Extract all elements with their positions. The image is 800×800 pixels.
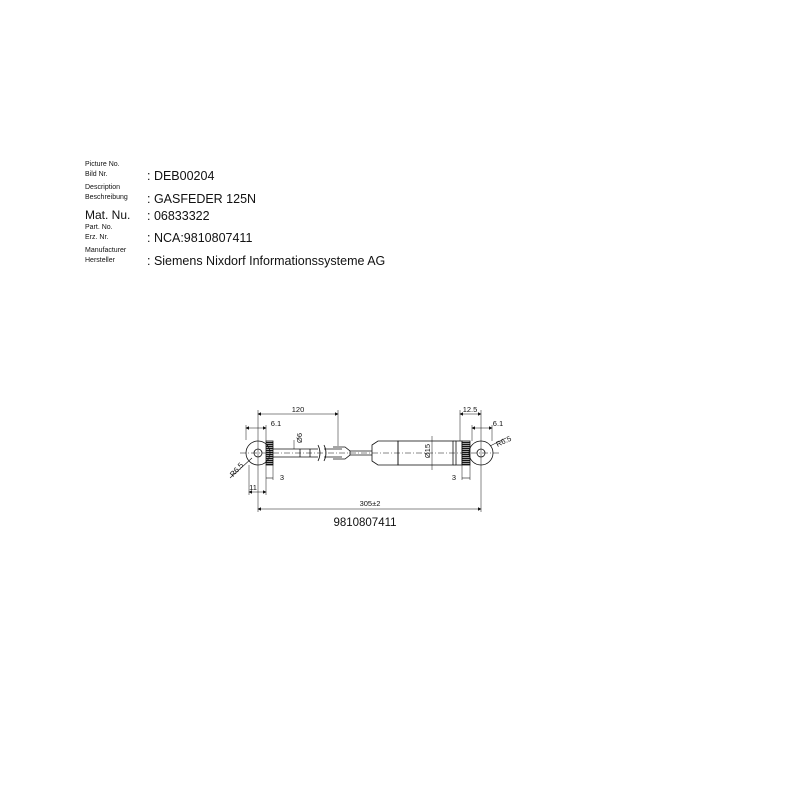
dim-total-length: 305±2 [360, 499, 381, 508]
mat-nu-label: Mat. Nu. [85, 208, 131, 222]
dim-eye-thickness-left: 3 [280, 473, 284, 482]
description-value: : GASFEDER 125N [147, 192, 257, 206]
dim-eye-radius-right: R6.5 [495, 434, 513, 449]
bild-nr-label: Bild Nr. [85, 171, 108, 178]
dim-rod-diameter: Ø6 [295, 433, 304, 443]
dimension-lines [229, 412, 507, 511]
description-label: Description [85, 184, 121, 191]
dim-offset-left: 6.1 [271, 419, 281, 428]
beschreibung-label: Beschreibung [85, 194, 128, 201]
part-number-value: : NCA:9810807411 [147, 231, 253, 245]
drawing-caption: 9810807411 [333, 517, 397, 529]
dim-eye-width-right: 12.5 [463, 405, 478, 414]
dim-stroke-length: 120 [292, 405, 305, 414]
manufacturer-label: Manufacturer [85, 247, 127, 254]
right-eye-fitting [461, 440, 494, 466]
dim-eye-radius-left: R6.5 [228, 461, 245, 479]
dim-tube-diameter: Ø15 [423, 444, 432, 458]
dim-eye-length-left: 11 [249, 483, 257, 492]
extension-lines [245, 410, 493, 512]
manufacturer-value: : Siemens Nixdorf Informationssysteme AG [147, 254, 386, 268]
dim-eye-thickness-right: 3 [452, 473, 456, 482]
hersteller-label: Hersteller [85, 257, 115, 264]
picture-no-label: Picture No. [85, 161, 120, 168]
picture-number-value: : DEB00204 [147, 169, 215, 183]
part-no-label: Part. No. [85, 224, 113, 231]
dim-offset-right: 6.1 [493, 419, 503, 428]
mat-nu-value: : 06833322 [147, 209, 210, 223]
erz-nr-label: Erz. Nr. [85, 234, 109, 241]
